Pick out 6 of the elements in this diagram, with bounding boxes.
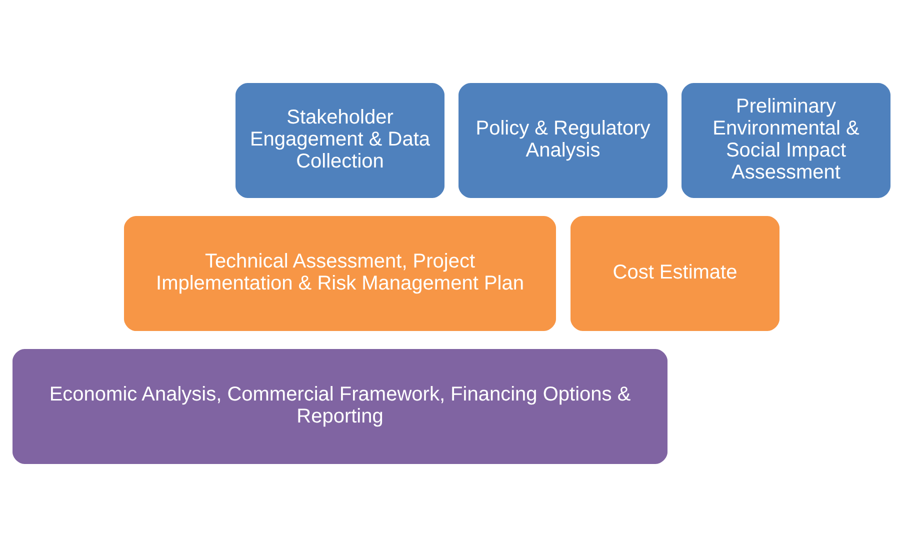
node-box: Stakeholder Engagement & Data Collection (236, 83, 444, 198)
node-box: Policy & Regulatory Analysis (458, 83, 668, 198)
node-box: Preliminary Environmental & Social Impact Assessment (682, 83, 890, 198)
node-box: Cost Estimate (570, 216, 780, 331)
node-box: Technical Assessment, Project Implementation & Risk Management Plan (124, 216, 556, 331)
node-box: Economic Analysis, Commercial Framework, Financing Options & Reporting (12, 349, 668, 464)
